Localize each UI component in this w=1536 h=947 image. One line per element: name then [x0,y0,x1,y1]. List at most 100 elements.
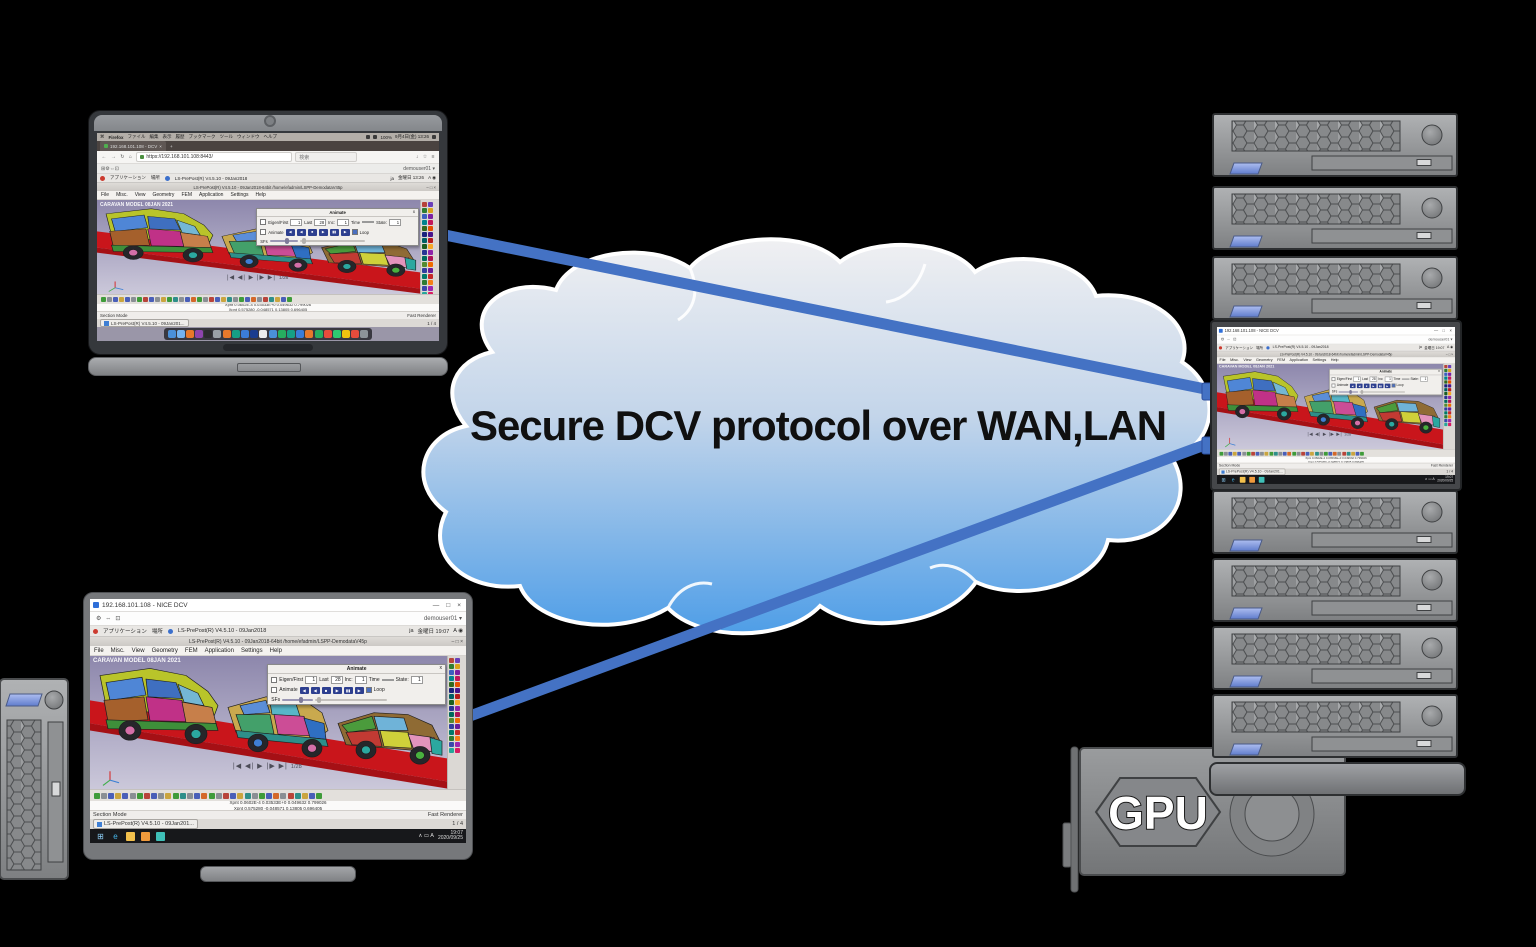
loop-checkbox[interactable] [365,687,372,693]
tool-icon[interactable] [1448,407,1452,411]
input-language[interactable]: ja [390,175,395,181]
tool-icon[interactable] [226,297,232,302]
tool-icon[interactable] [449,706,454,711]
tool-icon[interactable] [1260,451,1265,456]
tool-icon[interactable] [201,792,208,799]
dcv-toolbar-icon[interactable]: ⊡ [115,616,121,622]
tool-icon[interactable] [237,792,244,799]
system-tray-icons[interactable]: ∧ ▭ A [1424,477,1435,482]
rewind-button[interactable]: ◀ [1349,383,1356,388]
tool-icon[interactable] [428,262,433,267]
dock-app-icon[interactable] [167,330,176,338]
tool-icon[interactable] [1444,368,1448,373]
menu-bookmarks[interactable]: ブックマーク [188,134,216,139]
tool-icon[interactable] [238,297,244,302]
tool-icon[interactable] [428,208,433,213]
taskbar-app-icon[interactable] [126,831,135,841]
loop-checkbox[interactable] [351,229,358,235]
gnome-places-menu[interactable]: 場所 [1256,346,1264,351]
tool-icon[interactable] [1448,388,1452,392]
bluetooth-icon[interactable] [373,135,378,139]
tool-icon[interactable] [256,297,262,302]
tool-icon[interactable] [166,297,172,302]
tool-icon[interactable] [1444,419,1448,423]
tool-icon[interactable] [100,297,106,302]
tool-icon[interactable] [172,297,178,302]
tool-icon[interactable] [449,682,454,687]
lspp-menu-application[interactable]: Application [199,192,224,198]
tool-icon[interactable] [208,792,215,799]
minimize-icon[interactable]: — [432,601,440,609]
tool-icon[interactable] [449,694,454,699]
tool-icon[interactable] [428,244,433,249]
tool-icon[interactable] [274,297,280,302]
speed-slider[interactable] [282,696,313,703]
tool-icon[interactable] [1355,451,1360,456]
tool-icon[interactable] [428,292,433,294]
tool-icon[interactable] [449,688,454,693]
tool-icon[interactable] [268,297,274,302]
tool-icon[interactable] [1223,451,1228,456]
tool-icon[interactable] [1448,403,1452,407]
menu-help[interactable]: ヘルプ [263,134,278,139]
lspp-menu-geometry[interactable]: Geometry [152,192,175,198]
gnome-clock[interactable]: 金曜日 13:26 [398,175,425,180]
input-language[interactable]: ja [409,628,414,634]
spotlight-icon[interactable] [432,135,436,139]
tool-icon[interactable] [208,297,214,302]
tool-icon[interactable] [124,297,130,302]
dock-app-icon[interactable] [176,330,185,338]
gnome-places-menu[interactable]: 場所 [151,629,163,635]
tool-icon[interactable] [1444,422,1448,427]
menu-window[interactable]: ウィンドウ [237,134,260,139]
tool-icon[interactable] [1237,451,1242,456]
tool-icon[interactable] [244,297,250,302]
tool-icon[interactable] [422,214,427,219]
tool-icon[interactable] [428,286,433,291]
tool-icon[interactable] [151,792,158,799]
tool-icon[interactable] [455,718,460,723]
tool-icon[interactable] [1278,451,1283,456]
dcv-toolbar-icon[interactable]: ⇔ [109,165,115,172]
lspp-menu-misc[interactable]: Misc. [116,192,128,198]
dcv-user-menu[interactable]: demouser01 ▾ [403,165,435,172]
tool-icon[interactable] [1251,451,1255,456]
search-input[interactable]: 検索 [295,152,357,162]
time-input[interactable] [381,678,394,681]
hamburger-menu-icon[interactable]: ≡ [431,154,435,160]
animate-checkbox[interactable] [271,687,278,693]
speed-slider[interactable] [269,238,298,244]
lspp-menu-help[interactable]: Help [1330,358,1339,363]
tool-icon[interactable] [422,280,427,285]
tool-icon[interactable] [154,297,160,302]
inc-input[interactable]: 1 [1384,376,1393,382]
gnome-applications-menu[interactable]: アプリケーション [1225,346,1254,351]
lspp-menu-file[interactable]: File [94,647,104,654]
tool-icon[interactable] [187,792,194,799]
lspp-window-controls[interactable]: – □ × [426,184,436,190]
url-bar[interactable]: https://192.168.101.108:8443/ [136,152,293,162]
dock-app-icon[interactable] [222,330,231,338]
lspp-menu-view[interactable]: View [131,647,145,654]
tool-icon[interactable] [266,792,273,799]
taskbar-app-icon[interactable] [141,831,150,841]
tool-icon[interactable] [455,748,460,753]
tool-icon[interactable] [294,792,301,799]
lspp-viewport[interactable]: CARAVAN MODEL 08JAN 2021 |◀ ◀| ▶ |▶ ▶|1/… [1217,363,1455,450]
tool-icon[interactable] [222,792,229,799]
lspp-menu-fem[interactable]: FEM [181,192,192,198]
lspp-menu-settings[interactable]: Settings [230,192,249,198]
menu-view[interactable]: 表示 [162,134,172,139]
tool-icon[interactable] [1448,391,1452,396]
first-input[interactable]: 1 [1353,376,1361,382]
tool-icon[interactable] [455,742,460,747]
tool-icon[interactable] [428,268,433,273]
tool-icon[interactable] [93,792,100,799]
tool-icon[interactable] [287,792,294,799]
tool-icon[interactable] [316,792,323,799]
menubar-clock[interactable]: 9月4日(金) 13:26 [394,134,429,139]
tool-icon[interactable] [449,736,454,741]
gnome-status-icons[interactable]: A ◉ [1446,345,1454,350]
rewind-button[interactable]: ◀ [299,686,309,694]
state-input[interactable]: 1 [389,218,402,226]
